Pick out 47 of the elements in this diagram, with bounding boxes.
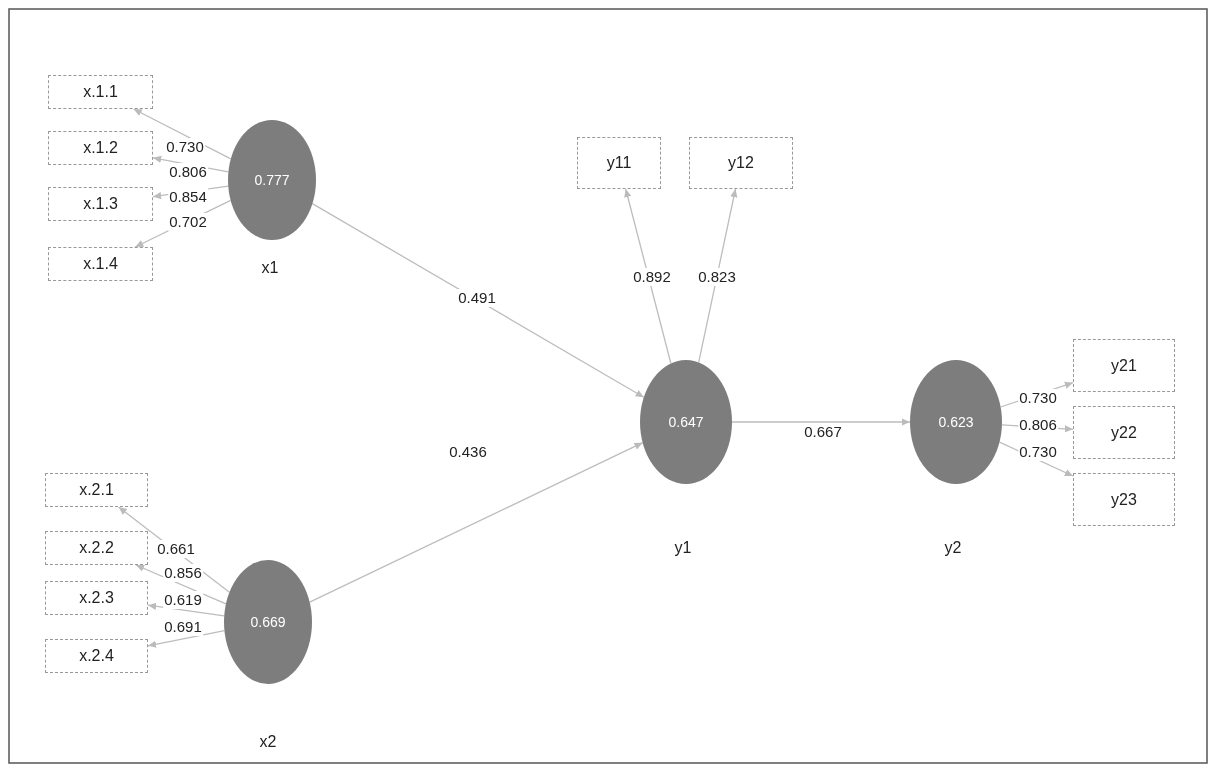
indicator-label: y23 bbox=[1111, 490, 1137, 509]
edge-label: 0.491 bbox=[457, 289, 497, 307]
indicator-label: x.2.2 bbox=[79, 539, 114, 557]
indicator-box bbox=[48, 131, 153, 165]
construct-name: x1 bbox=[261, 259, 279, 277]
path-arrow bbox=[731, 418, 911, 426]
indicator-box bbox=[689, 137, 793, 189]
indicator-label: x.1.4 bbox=[83, 255, 118, 273]
indicator-box bbox=[48, 187, 153, 221]
construct-name: y2 bbox=[944, 539, 962, 557]
indicator-label: x.1.1 bbox=[83, 83, 118, 101]
indicator-box bbox=[45, 639, 148, 673]
indicator-box bbox=[48, 247, 153, 281]
indicator-label: y22 bbox=[1111, 423, 1137, 442]
path-arrow bbox=[309, 442, 644, 603]
indicator-label: x.1.2 bbox=[83, 139, 118, 157]
edge-label: 0.661 bbox=[156, 540, 196, 558]
indicator-box bbox=[1073, 473, 1175, 526]
edge-label: 0.823 bbox=[697, 268, 737, 286]
path-arrow bbox=[624, 188, 672, 365]
indicator-label: y21 bbox=[1111, 356, 1137, 375]
indicator-label: x.2.1 bbox=[79, 481, 114, 499]
indicator-box bbox=[45, 473, 148, 507]
edge-label: 0.702 bbox=[168, 213, 208, 231]
indicator-label: x.1.3 bbox=[83, 195, 118, 213]
indicator-label: x.2.4 bbox=[79, 647, 114, 665]
indicator-box bbox=[1073, 339, 1175, 392]
construct-value: 0.623 bbox=[938, 414, 974, 430]
construct-value: 0.777 bbox=[254, 172, 290, 188]
indicator-box bbox=[45, 531, 148, 565]
indicator-label: y11 bbox=[606, 154, 632, 172]
path-arrow bbox=[147, 629, 226, 648]
construct-name: x2 bbox=[259, 733, 277, 751]
construct-name: y1 bbox=[674, 539, 692, 557]
path-arrow bbox=[698, 188, 738, 364]
indicator-box bbox=[1073, 406, 1175, 459]
construct-value: 0.647 bbox=[668, 414, 704, 430]
indicator-box bbox=[45, 581, 148, 615]
indicator-label: y12 bbox=[728, 154, 754, 172]
indicator-label: x.2.3 bbox=[79, 589, 114, 607]
indicator-box bbox=[48, 75, 153, 109]
edge-label: 0.619 bbox=[163, 591, 203, 609]
edge-label: 0.892 bbox=[632, 268, 672, 286]
edge-label: 0.856 bbox=[163, 564, 203, 582]
construct-value: 0.669 bbox=[250, 614, 286, 630]
indicator-box bbox=[577, 137, 661, 189]
path-arrow bbox=[311, 202, 645, 398]
